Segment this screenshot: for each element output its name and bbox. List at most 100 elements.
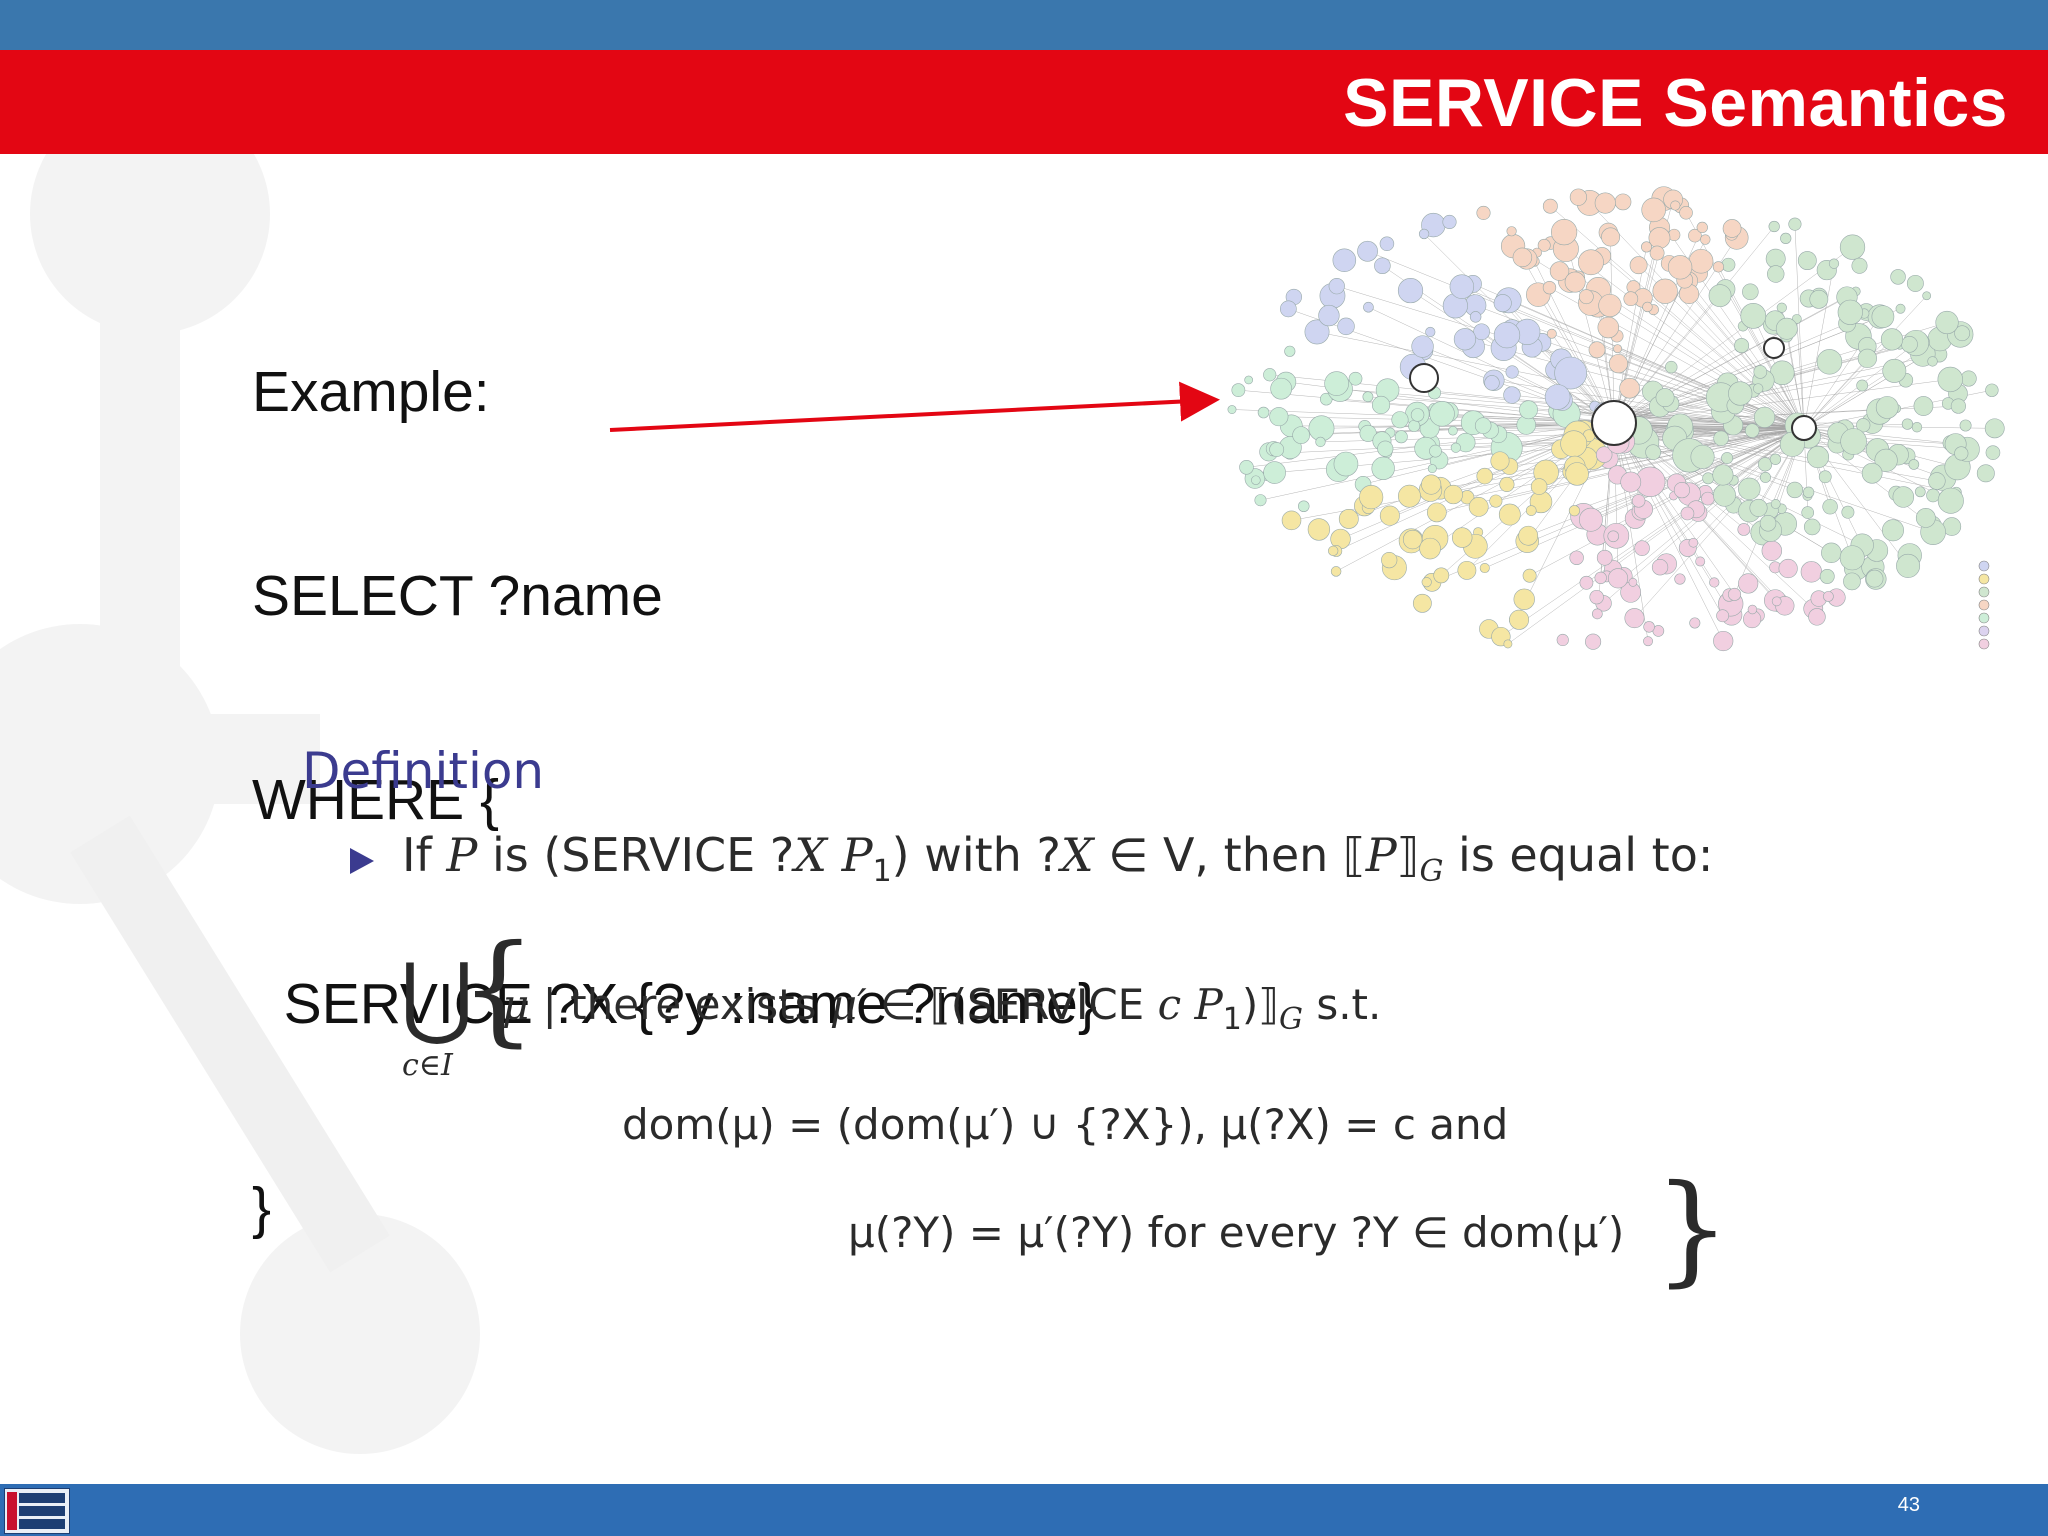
cloud-node — [1914, 486, 1926, 498]
cloud-node — [1901, 418, 1914, 430]
cloud-node — [1722, 219, 1742, 238]
cloud-link — [1583, 427, 1805, 517]
cloud-node — [1519, 400, 1538, 420]
subscript: G — [1419, 854, 1444, 889]
cloud-link — [1794, 224, 1805, 429]
legend-swatch — [1978, 638, 1990, 650]
cloud-node — [1634, 540, 1650, 556]
cloud-node — [1874, 448, 1898, 472]
cloud-link — [1613, 422, 1649, 642]
cloud-node — [1673, 482, 1691, 499]
subscript: 1 — [872, 854, 892, 889]
cloud-link — [1613, 345, 1742, 424]
cloud-node — [1332, 248, 1357, 272]
cloud-node — [1402, 529, 1423, 550]
cloud-node — [1560, 430, 1588, 458]
cloud-node — [1359, 485, 1384, 510]
cloud-link — [1500, 427, 1805, 637]
cloud-node — [1421, 474, 1442, 495]
math-var: P — [446, 828, 478, 882]
cloud-node — [1479, 563, 1490, 574]
cloud-node — [1985, 445, 2001, 460]
example-line: WHERE { — [252, 768, 500, 832]
cloud-node — [1753, 406, 1776, 428]
cloud-node — [1394, 430, 1408, 444]
cloud-node — [1641, 241, 1653, 253]
cloud-node — [1503, 386, 1521, 404]
cloud-node — [1363, 301, 1374, 313]
cloud-node — [1506, 226, 1517, 237]
cloud-node — [1251, 475, 1261, 485]
cloud-node — [1871, 305, 1895, 329]
cloud-link — [1563, 232, 1615, 424]
cloud-node — [1476, 467, 1493, 485]
cloud-node — [1911, 422, 1923, 433]
cloud-node — [1556, 633, 1569, 647]
cloud-node — [1857, 348, 1877, 368]
cloud-node — [1770, 499, 1781, 509]
cloud-link — [1670, 403, 1805, 429]
cloud-node — [1696, 221, 1708, 234]
cloud-node — [1330, 566, 1342, 577]
cloud-node — [1468, 497, 1489, 517]
cloud-node — [1579, 575, 1594, 590]
cloud-node — [1680, 506, 1695, 521]
cloud-node — [1357, 240, 1378, 262]
cloud-node — [1882, 358, 1907, 383]
cloud-node — [1304, 319, 1330, 345]
math-var: X — [1060, 828, 1094, 882]
cloud-node — [1840, 428, 1867, 455]
cloud-link — [1617, 427, 1805, 583]
cloud-node — [1709, 577, 1720, 588]
cloud-node — [1809, 289, 1829, 309]
cloud-node — [1522, 568, 1537, 583]
cloud-node — [1597, 316, 1620, 339]
cloud-node — [1753, 383, 1764, 394]
cloud-node — [1800, 561, 1823, 583]
cloud-link — [1803, 423, 1908, 429]
cloud-node — [1337, 317, 1355, 336]
cloud-node — [1429, 444, 1442, 458]
cloud-node — [1371, 456, 1395, 481]
legend-swatch — [1978, 599, 1990, 611]
example-line: SELECT ?name — [252, 564, 663, 628]
cloud-node — [1839, 234, 1866, 260]
cloud-link — [1803, 339, 1893, 429]
cloud-node — [1257, 406, 1270, 419]
cloud-node — [1747, 604, 1758, 615]
cloud-node — [1484, 375, 1500, 391]
cloud-node — [1244, 375, 1253, 385]
cloud-node — [1362, 391, 1374, 403]
cloud-link — [1725, 289, 1805, 429]
cloud-node — [1984, 418, 2005, 439]
legend-swatch — [1978, 625, 1990, 637]
text-fragment: is (SERVICE ? — [477, 828, 795, 882]
cloud-node — [1839, 545, 1865, 571]
cloud-node — [1594, 192, 1616, 214]
cloud-node — [1688, 537, 1699, 548]
cloud-node — [1728, 587, 1742, 601]
cloud-node — [1856, 379, 1869, 392]
cloud-node — [1530, 478, 1548, 495]
cloud-node — [1328, 278, 1345, 295]
cloud-node — [1449, 274, 1475, 299]
slide-title: SERVICE Semantics — [1343, 65, 2008, 141]
cloud-node — [1549, 261, 1570, 281]
cloud-node — [1503, 639, 1513, 649]
cloud-node — [1808, 608, 1826, 626]
cloud-node — [1307, 518, 1331, 541]
cloud-node — [1490, 451, 1510, 471]
cloud-node — [1269, 442, 1285, 457]
background-watermark — [0, 154, 480, 1454]
cloud-node — [1643, 636, 1653, 647]
cloud-node — [1281, 510, 1302, 531]
subscript: 1 — [1222, 1002, 1242, 1037]
cloud-node — [1679, 205, 1693, 220]
cloud-node — [1498, 503, 1521, 526]
cloud-node — [1589, 589, 1604, 605]
cloud-node — [1324, 371, 1349, 396]
cloud-hub — [1409, 363, 1439, 393]
cloud-link — [1613, 422, 1724, 642]
text-fragment: If — [402, 828, 447, 882]
cloud-node — [1231, 383, 1246, 398]
